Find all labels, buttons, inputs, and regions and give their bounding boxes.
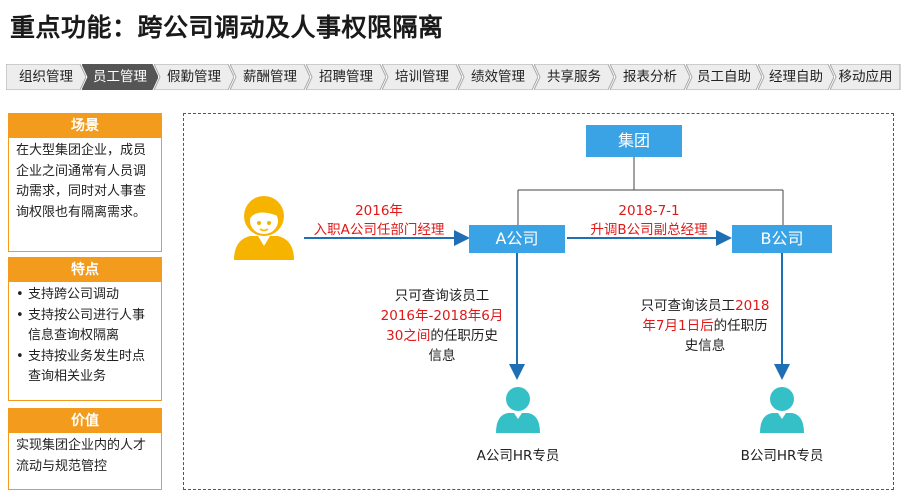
b-query-note: 只可查询该员工2018年7月1日后的任职历史信息	[640, 298, 770, 354]
scene-card: 场景 在大型集团企业，成员企业之间通常有人员调动需求，同时对人事查询权限也有隔离…	[8, 113, 162, 252]
group-box: 集团	[586, 125, 682, 157]
scene-text: 在大型集团企业，成员企业之间通常有人员调动需求，同时对人事查询权限也有隔离需求。	[16, 143, 147, 220]
features-card: 特点 支持跨公司调动 支持按公司进行人事信息查询权隔离 支持按业务发生时点查询相…	[8, 257, 162, 401]
tab-recruit[interactable]: 招聘管理	[306, 64, 386, 90]
join-label: 2016年 入职A公司任部门经理	[313, 203, 445, 238]
diagram-panel: 集团 A公司 B公司 2016年 入职A公司任部门经理 2018-7-1 升调B…	[183, 113, 894, 490]
tab-mobile[interactable]: 移动应用	[830, 64, 901, 90]
tab-training[interactable]: 培训管理	[382, 64, 462, 90]
tab-shared-service[interactable]: 共享服务	[534, 64, 614, 90]
hr-a-icon	[496, 387, 540, 433]
hr-a-label: A公司HR专员	[476, 448, 560, 464]
feature-item: 支持按公司进行人事信息查询权隔离	[16, 306, 154, 347]
features-header: 特点	[9, 258, 161, 282]
tab-performance[interactable]: 绩效管理	[458, 64, 538, 90]
value-header: 价值	[9, 409, 161, 433]
tab-employee[interactable]: 员工管理	[82, 64, 158, 90]
tab-report[interactable]: 报表分析	[610, 64, 690, 90]
tab-org[interactable]: 组织管理	[6, 64, 86, 90]
page-title: 重点功能：跨公司调动及人事权限隔离	[10, 13, 444, 42]
tab-attendance[interactable]: 假勤管理	[154, 64, 234, 90]
diagram-lines	[234, 157, 804, 433]
hr-b-icon	[760, 387, 804, 433]
promote-label: 2018-7-1 升调B公司副总经理	[590, 203, 708, 238]
feature-item: 支持按业务发生时点查询相关业务	[16, 347, 154, 388]
tab-ess[interactable]: 员工自助	[686, 64, 762, 90]
hr-b-label: B公司HR专员	[740, 448, 824, 464]
value-text: 实现集团企业内的人才流动与规范管控	[16, 438, 147, 474]
module-tabs: 组织管理 员工管理 假勤管理 薪酬管理 招聘管理 培训管理 绩效管理 共享服务 …	[6, 64, 901, 90]
tab-salary[interactable]: 薪酬管理	[230, 64, 310, 90]
company-b-box: B公司	[732, 225, 832, 253]
tab-mss[interactable]: 经理自助	[758, 64, 834, 90]
feature-item: 支持跨公司调动	[16, 285, 154, 306]
a-query-note: 只可查询该员工2016年-2018年6月30之间的任职历史信息	[380, 288, 504, 364]
company-a-box: A公司	[469, 225, 565, 253]
scene-header: 场景	[9, 114, 161, 138]
value-card: 价值 实现集团企业内的人才流动与规范管控	[8, 408, 162, 490]
employee-icon	[234, 196, 294, 260]
